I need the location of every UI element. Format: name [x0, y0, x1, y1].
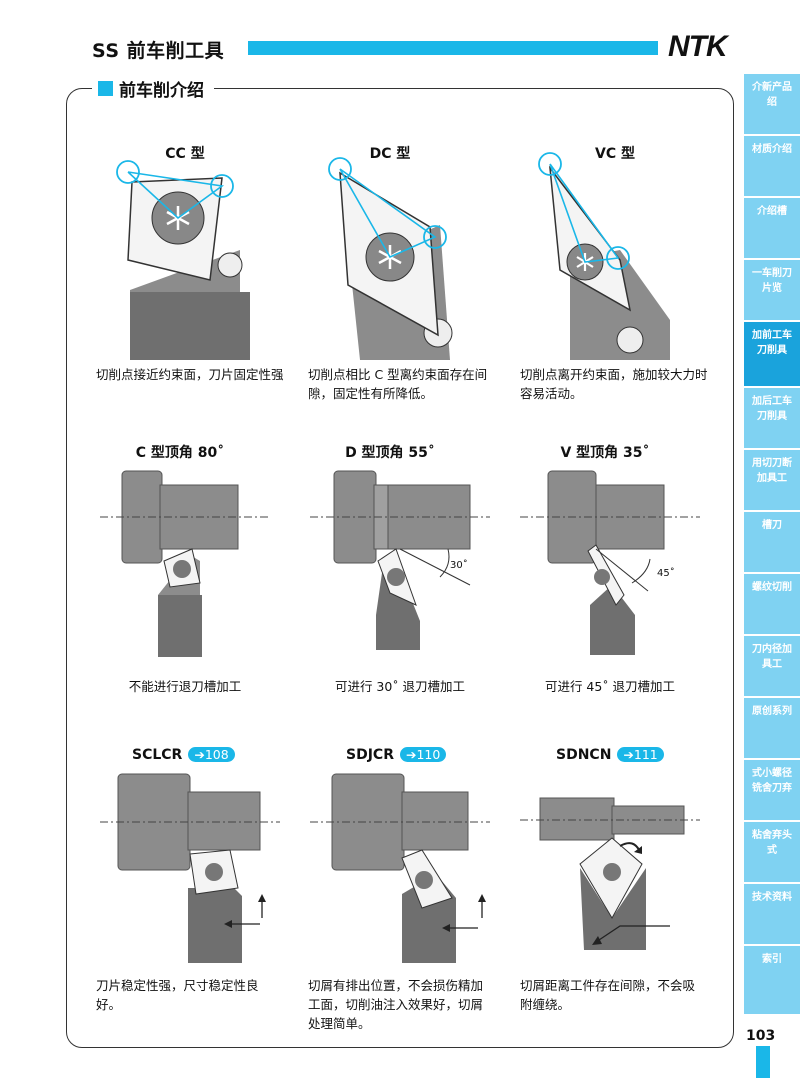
- d-angle-line: [399, 548, 471, 586]
- holder-name-sdncn: SDNCN: [556, 747, 612, 763]
- sidebar-tab[interactable]: 一车削刀片览: [744, 260, 800, 322]
- vc-force-lines: [549, 163, 620, 263]
- c-insert-screw: [173, 560, 191, 578]
- d-angle-arc: [439, 548, 450, 578]
- sidebar-tab[interactable]: 材质介绍: [744, 136, 800, 198]
- vc-constraint-marker: [606, 246, 630, 270]
- v-angle-arc: [631, 558, 651, 584]
- dc-cutting-point-marker: [328, 157, 352, 181]
- d-nose-angle-diagram: [310, 470, 490, 650]
- v-nose-angle-diagram: [520, 470, 700, 655]
- dc-force-lines: [339, 168, 437, 259]
- insert-type-caption-dc: 切削点相比 C 型离约束面存在间隙，固定性有所降低。: [308, 367, 488, 401]
- sidebar-tab[interactable]: 粘舍弃头式: [744, 822, 800, 884]
- page-link-sclcr-number: 108: [204, 747, 229, 762]
- insert-type-caption-cc: 切削点接近约束面，刀片固定性强: [96, 367, 284, 382]
- d-insert-screw: [387, 568, 405, 586]
- page-link-sdjcr-number: 110: [416, 747, 441, 762]
- sidebar-tab[interactable]: 介绍槽: [744, 198, 800, 260]
- sdncn-feed-arrow: [595, 925, 670, 943]
- insert-type-caption-vc: 切削点离开约束面，施加较大力时容易活动。: [520, 367, 708, 401]
- cc-insert-diagram: [116, 160, 250, 360]
- d-angle-value: 30˚: [450, 560, 468, 571]
- sdncn-chip-arrowhead-icon: [634, 846, 642, 854]
- page-number: 103: [746, 1028, 776, 1044]
- sdjcr-insert-screw: [415, 871, 433, 889]
- vc-cutting-point-marker: [538, 152, 562, 176]
- holder-label-sdncn: SDNCN ➔111: [556, 747, 696, 763]
- holder-name-sdjcr: SDJCR: [346, 747, 394, 763]
- sidebar-tab[interactable]: 原创系列: [744, 698, 800, 760]
- insert-type-label-vc: VC 型: [595, 146, 635, 162]
- cc-force-lines: [127, 171, 225, 220]
- sclcr-feed-arrowhead-icon: [224, 920, 232, 928]
- sidebar-tab[interactable]: 刀内径加具工: [744, 636, 800, 698]
- holder-caption-sdjcr: 切屑有排出位置，不会损伤精加工面，切削油注入效果好，切屑处理简单。: [308, 978, 484, 1031]
- cc-cutting-point-marker: [116, 160, 140, 184]
- sclcr-workpiece-small: [187, 791, 261, 851]
- holder-label-sclcr: SCLCR ➔108: [132, 747, 272, 763]
- v-insert-screw: [594, 569, 610, 585]
- sdncn-workpiece-large: [539, 797, 615, 841]
- sidebar-tab[interactable]: 槽刀: [744, 512, 800, 574]
- v-angle-line: [595, 548, 649, 592]
- page-link-sdncn-number: 111: [633, 747, 658, 762]
- v-angle-value: 45˚: [657, 568, 675, 579]
- holder-caption-sdncn: 切屑距离工件存在间隙，不会吸附缠绕。: [520, 978, 696, 1012]
- sdncn-feed-arrowhead-icon: [592, 936, 602, 945]
- v-holder: [590, 585, 635, 655]
- sidebar-tab[interactable]: 螺纹切削: [744, 574, 800, 636]
- c-nose-angle-diagram: [100, 470, 270, 657]
- chapter-sidebar: 介新产品绍材质介绍介绍槽一车削刀片览加前工车刀削具加后工车刀削具用切刀断加具工槽…: [744, 74, 800, 1074]
- page-number-bar: [756, 1046, 770, 1078]
- sdjcr-diagram: [310, 773, 490, 963]
- sidebar-tab[interactable]: 用切刀断加具工: [744, 450, 800, 512]
- sidebar-tab[interactable]: 加后工车刀削具: [744, 388, 800, 450]
- sdncn-holder: [580, 868, 646, 950]
- nose-angle-caption-c: 不能进行退刀槽加工: [128, 679, 242, 694]
- cc-clamp-screw: [217, 252, 243, 278]
- nose-angle-caption-v: 可进行 45˚ 退刀槽加工: [544, 679, 676, 694]
- c-holder-shank: [158, 595, 202, 657]
- page-link-sclcr[interactable]: ➔108: [188, 747, 235, 762]
- nose-angle-label-v: V 型顶角 35˚: [560, 445, 650, 461]
- page-link-sdncn[interactable]: ➔111: [617, 747, 664, 762]
- dc-insert-diagram: [328, 157, 453, 360]
- nose-angle-caption-d: 可进行 30˚ 退刀槽加工: [334, 679, 466, 694]
- page-link-sdjcr[interactable]: ➔110: [399, 747, 447, 762]
- cc-holder-base: [130, 292, 250, 360]
- sdjcr-lift-arrowhead-icon: [478, 894, 486, 902]
- section-title-text: 前车削介绍: [119, 81, 204, 101]
- sidebar-tab[interactable]: 式小螺径铣舍刀弃: [744, 760, 800, 822]
- dc-constraint-marker: [423, 225, 447, 249]
- sidebar-tab[interactable]: 索引: [744, 946, 800, 1016]
- sclcr-insert-screw: [205, 863, 223, 881]
- insert-type-label-cc: CC 型: [165, 146, 205, 162]
- holder-caption-sclcr: 刀片稳定性强，尺寸稳定性良好。: [96, 978, 259, 1012]
- section-title: 前车削介绍: [92, 76, 214, 101]
- insert-type-label-dc: DC 型: [369, 146, 411, 162]
- sclcr-diagram: [100, 773, 280, 963]
- sidebar-tab[interactable]: 介新产品绍: [744, 74, 800, 136]
- sidebar-tab[interactable]: 加前工车刀削具: [744, 322, 800, 388]
- sdncn-diagram: [520, 797, 700, 950]
- sclcr-lift-arrowhead-icon: [258, 894, 266, 902]
- vc-clamp-screw: [616, 326, 644, 354]
- sclcr-holder: [188, 888, 242, 963]
- ntk-logo: NTK: [668, 30, 728, 63]
- holder-name-sclcr: SCLCR: [132, 747, 183, 763]
- nose-angle-label-d: D 型顶角 55˚: [345, 445, 435, 461]
- sdncn-insert-screw: [603, 863, 621, 881]
- cc-constraint-marker: [210, 174, 234, 198]
- page-header-title: SS 前车削工具: [92, 40, 225, 62]
- sdjcr-feed-arrowhead-icon: [442, 924, 450, 932]
- nose-angle-label-c: C 型顶角 80˚: [135, 445, 225, 461]
- header-accent-bar: [248, 41, 658, 55]
- holder-label-sdjcr: SDJCR ➔110: [346, 747, 486, 763]
- vc-insert-diagram: [538, 152, 670, 360]
- section-square-icon: [98, 81, 113, 96]
- sidebar-tab[interactable]: 技术资料: [744, 884, 800, 946]
- sdjcr-workpiece-small: [401, 791, 469, 851]
